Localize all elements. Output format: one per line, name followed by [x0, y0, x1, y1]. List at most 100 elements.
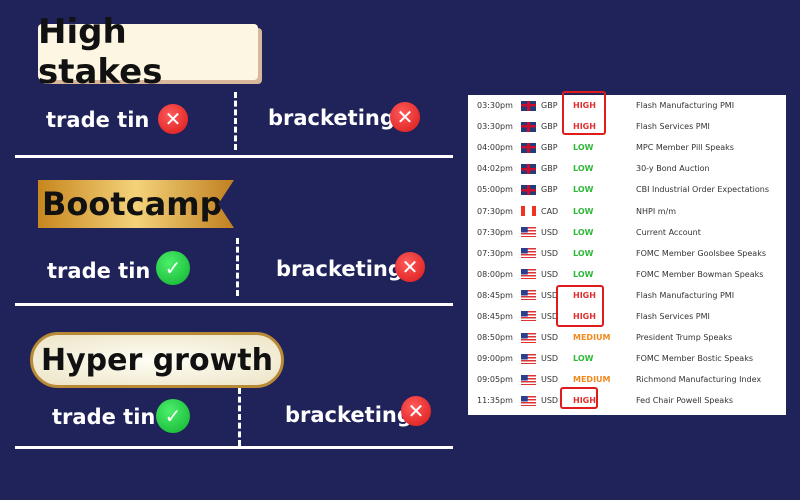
- event: FOMC Member Bowman Speaks: [636, 269, 764, 279]
- impact: HIGH: [573, 396, 596, 406]
- impact: LOW: [573, 248, 594, 258]
- event: Flash Manufacturing PMI: [636, 290, 735, 300]
- separator: [15, 155, 453, 158]
- check-icon: ✓: [156, 399, 190, 433]
- divider: [234, 92, 237, 150]
- calendar-row: 04:00pm GBP LOW MPC Member Pill Speaks: [468, 137, 786, 158]
- time: 07:30pm: [477, 248, 513, 258]
- event: CBI Industrial Order Expectations: [636, 185, 770, 195]
- calendar-row: 04:02pm GBP LOW 30-y Bond Auction: [468, 158, 786, 179]
- flag-gbp-icon: [521, 121, 536, 132]
- flag-usd-icon: [521, 353, 536, 364]
- time: 09:05pm: [477, 375, 513, 385]
- time: 09:00pm: [477, 354, 513, 364]
- flag-usd-icon: [521, 332, 536, 343]
- impact: LOW: [573, 143, 594, 153]
- divider: [236, 238, 239, 296]
- event: Current Account: [636, 227, 701, 237]
- impact: LOW: [573, 269, 594, 279]
- calendar-row: 07:30pm USD LOW Current Account: [468, 222, 786, 243]
- bracketing-label: bracketing: [276, 257, 403, 281]
- trade-tin-label: trade tin: [52, 405, 156, 429]
- divider: [238, 388, 241, 446]
- calendar-row: 09:00pm USD LOW FOMC Member Bostic Speaks: [468, 348, 786, 369]
- flag-usd-icon: [521, 290, 536, 301]
- time: 03:30pm: [477, 101, 513, 111]
- time: 03:30pm: [477, 122, 513, 132]
- calendar-row: 03:30pm GBP HIGH Flash Services PMI: [468, 116, 786, 137]
- currency: USD: [541, 396, 559, 406]
- time: 07:30pm: [477, 227, 513, 237]
- currency: USD: [541, 333, 559, 343]
- time: 08:45pm: [477, 311, 513, 321]
- highlight-box: [556, 285, 604, 327]
- currency: CAD: [541, 206, 559, 216]
- impact: MEDIUM: [573, 375, 611, 385]
- impact: HIGH: [573, 122, 596, 132]
- event: FOMC Member Goolsbee Speaks: [636, 248, 767, 258]
- time: 04:02pm: [477, 164, 513, 174]
- calendar-row: 11:35pm USD HIGH Fed Chair Powell Speaks: [468, 390, 786, 411]
- currency: USD: [541, 227, 559, 237]
- event: 30-y Bond Auction: [636, 164, 710, 174]
- currency: GBP: [541, 143, 558, 153]
- flag-gbp-icon: [521, 100, 536, 111]
- bracketing-label: bracketing: [285, 403, 412, 427]
- impact: HIGH: [573, 101, 596, 111]
- impact: LOW: [573, 164, 594, 174]
- title-bootcamp: Bootcamp: [38, 180, 234, 228]
- highlight-box: [560, 387, 598, 409]
- event: Flash Manufacturing PMI: [636, 101, 735, 111]
- flag-usd-icon: [521, 395, 536, 406]
- event: FOMC Member Bostic Speaks: [636, 354, 754, 364]
- title-high-stakes: High stakes: [38, 12, 258, 92]
- flag-usd-icon: [521, 374, 536, 385]
- flag-gbp-icon: [521, 184, 536, 195]
- time: 11:35pm: [477, 396, 513, 406]
- time: 05:00pm: [477, 185, 513, 195]
- impact: LOW: [573, 227, 594, 237]
- calendar-row: 07:30pm USD LOW FOMC Member Goolsbee Speaks: [468, 243, 786, 264]
- flag-usd-icon: [521, 227, 536, 238]
- currency: USD: [541, 290, 559, 300]
- event: Flash Services PMI: [636, 122, 710, 132]
- event: NHPI m/m: [636, 206, 677, 216]
- event: MPC Member Pill Speaks: [636, 143, 734, 153]
- impact: LOW: [573, 354, 594, 364]
- event: Fed Chair Powell Speaks: [636, 396, 733, 406]
- flag-usd-icon: [521, 311, 536, 322]
- time: 04:00pm: [477, 143, 513, 153]
- flag-cad-icon: [521, 206, 536, 217]
- trade-tin-label: trade tin: [46, 108, 150, 132]
- currency: GBP: [541, 122, 558, 132]
- event: President Trump Speaks: [636, 333, 733, 343]
- calendar-row: 05:00pm GBP LOW CBI Industrial Order Expect…: [468, 179, 786, 200]
- flag-usd-icon: [521, 248, 536, 259]
- flag-gbp-icon: [521, 142, 536, 153]
- event: Flash Services PMI: [636, 311, 710, 321]
- separator: [15, 446, 453, 449]
- x-icon: ✕: [401, 396, 431, 426]
- impact: LOW: [573, 206, 594, 216]
- time: 08:00pm: [477, 269, 513, 279]
- impact: MEDIUM: [573, 333, 611, 343]
- currency: GBP: [541, 185, 558, 195]
- x-icon: ✕: [158, 104, 188, 134]
- flag-gbp-icon: [521, 163, 536, 174]
- currency: USD: [541, 248, 559, 258]
- impact: LOW: [573, 185, 594, 195]
- currency: GBP: [541, 164, 558, 174]
- trade-tin-label: trade tin: [47, 259, 151, 283]
- separator: [15, 303, 453, 306]
- currency: USD: [541, 354, 559, 364]
- currency: USD: [541, 375, 559, 385]
- time: 08:50pm: [477, 333, 513, 343]
- x-icon: ✕: [395, 252, 425, 282]
